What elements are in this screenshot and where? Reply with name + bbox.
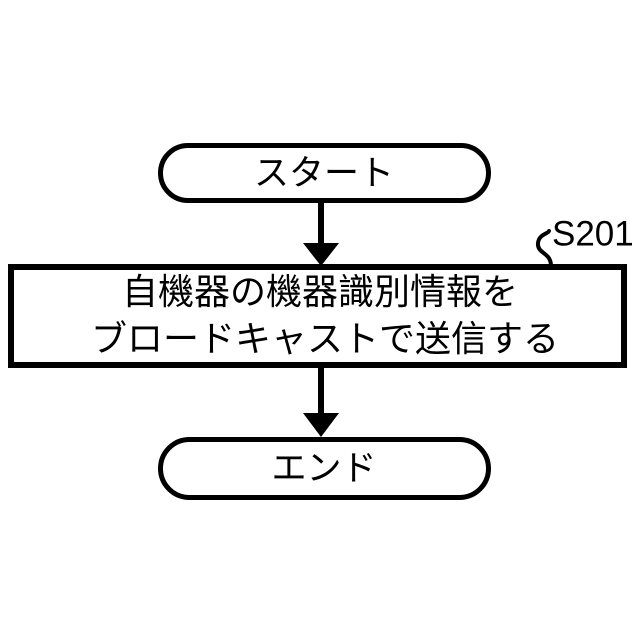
start-node-label: スタート [254, 154, 394, 194]
arrow-head-down-2 [303, 413, 339, 437]
node-end[interactable]: エンド [158, 437, 491, 500]
connector-start-to-process [303, 201, 339, 266]
node-process-s201[interactable]: 自機器の機器識別情報を ブロードキャストで送信する [8, 264, 627, 368]
leader-squiggle-line [536, 229, 553, 268]
end-node-shape [158, 437, 491, 500]
node-start[interactable]: スタート [158, 143, 491, 203]
process-node-shape [8, 264, 627, 368]
reference-label-s201: S201 [536, 214, 634, 268]
start-node-shape [158, 143, 491, 203]
arrow-head-down-1 [303, 243, 339, 266]
end-node-label: エンド [271, 449, 376, 489]
connector-process-to-end [303, 366, 339, 437]
process-node-label-line2: ブロードキャストで送信する [91, 319, 559, 360]
process-node-label-line1: 自機器の機器識別情報を [122, 272, 518, 313]
reference-label-s201-text: S201 [552, 214, 634, 253]
